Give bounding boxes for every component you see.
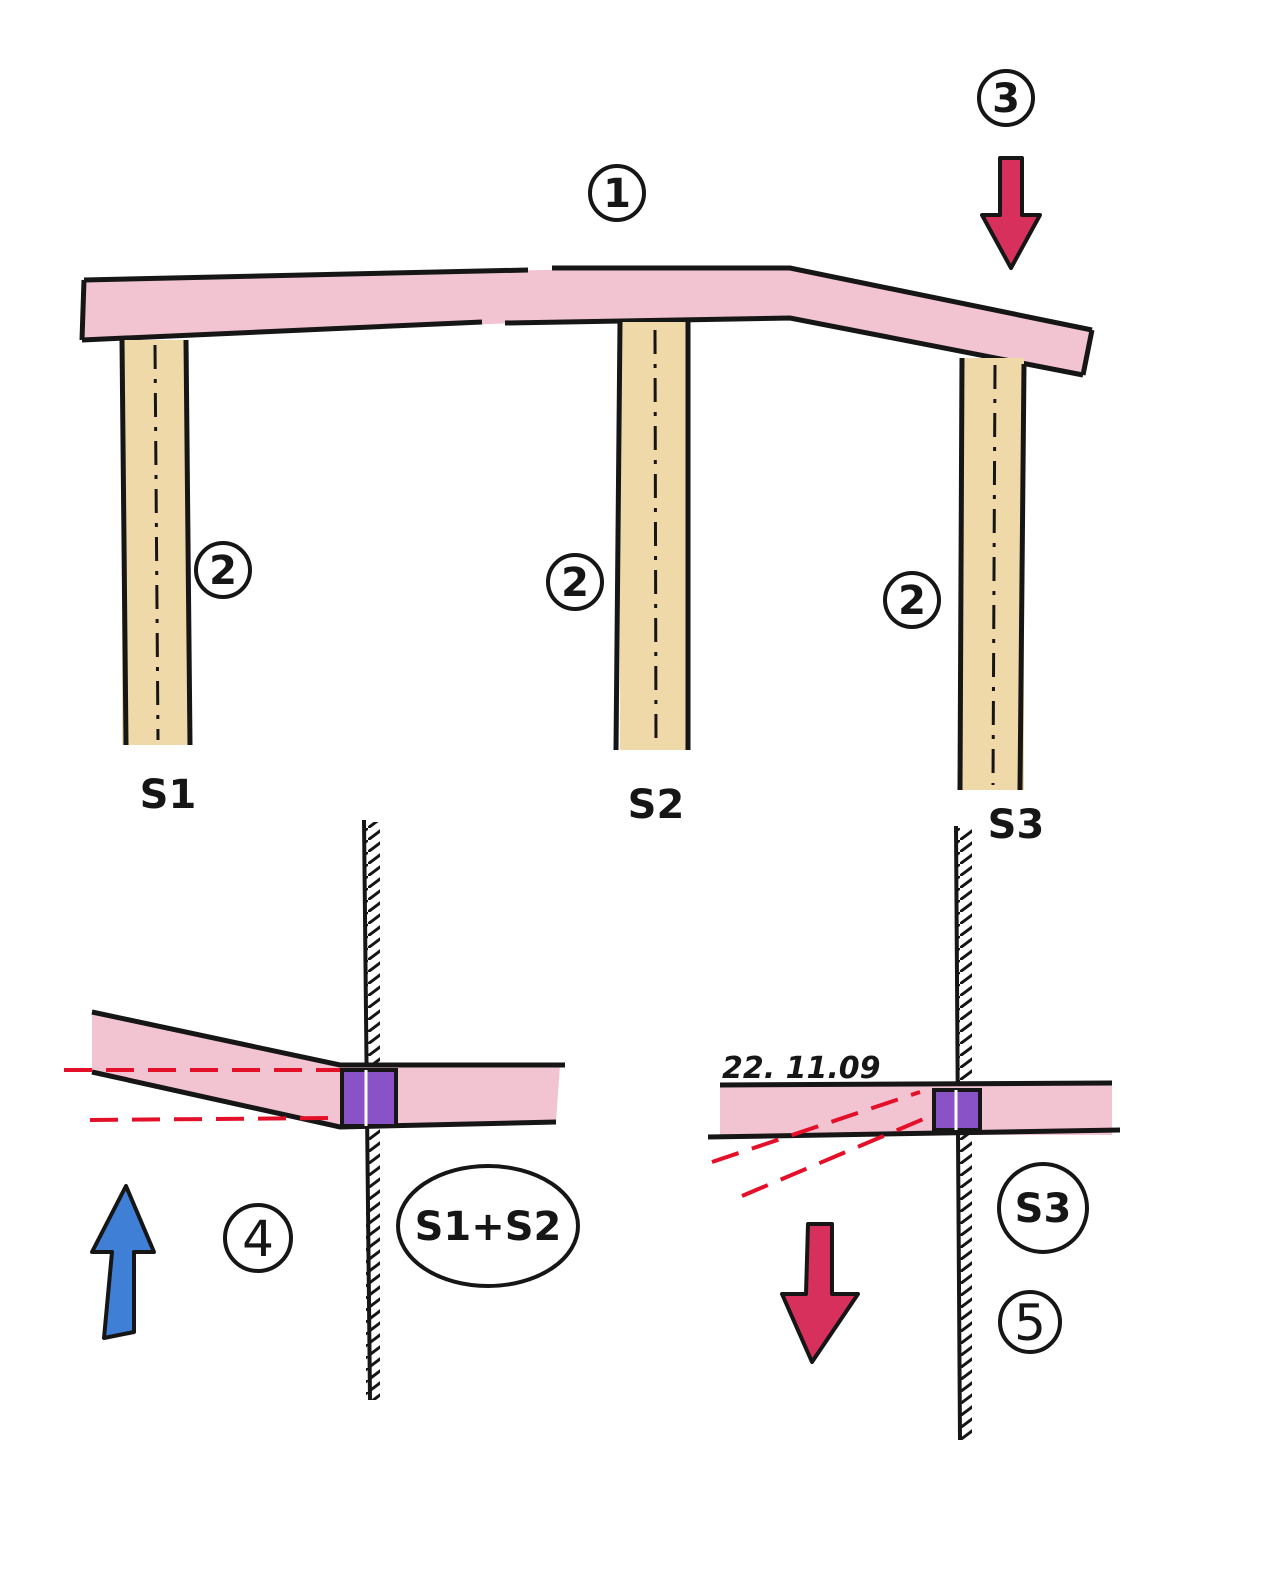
support-label-s1: S1 (140, 772, 197, 818)
marker-5: 5 (998, 1290, 1062, 1354)
support-label-s3: S3 (988, 802, 1045, 848)
svg-text:1: 1 (603, 171, 631, 217)
column-s1 (119, 339, 193, 746)
marker-1: 1 (588, 164, 646, 222)
load-arrow-down-icon (980, 156, 1042, 270)
beam (79, 265, 1095, 378)
settlement-arrow-down-icon (780, 1222, 860, 1364)
svg-text:2: 2 (561, 560, 589, 606)
svg-text:2: 2 (209, 548, 237, 594)
svg-text:S3: S3 (1015, 1186, 1072, 1232)
svg-text:2: 2 (898, 578, 926, 624)
svg-text:4: 4 (242, 1210, 274, 1268)
svg-text:3: 3 (992, 76, 1020, 122)
detail-date: 22. 11.09 (722, 1051, 880, 1086)
detail-label-s3: S3 (997, 1162, 1089, 1254)
marker-2-left: 2 (194, 541, 252, 599)
detail-label-s1-s2: S1+S2 (396, 1164, 580, 1288)
svg-text:5: 5 (1014, 1294, 1046, 1352)
beam-detail-right (707, 1080, 1121, 1198)
marker-4: 4 (223, 1203, 293, 1273)
svg-text:S1+S2: S1+S2 (415, 1204, 562, 1250)
marker-2-middle: 2 (546, 553, 604, 611)
column-s3 (957, 357, 1027, 791)
uplift-arrow-up-icon (90, 1184, 156, 1340)
support-label-s2: S2 (628, 782, 685, 828)
marker-2-right: 2 (883, 571, 941, 629)
marker-3: 3 (977, 69, 1035, 127)
column-s2 (613, 320, 691, 751)
beam-detail-left (64, 1009, 565, 1130)
